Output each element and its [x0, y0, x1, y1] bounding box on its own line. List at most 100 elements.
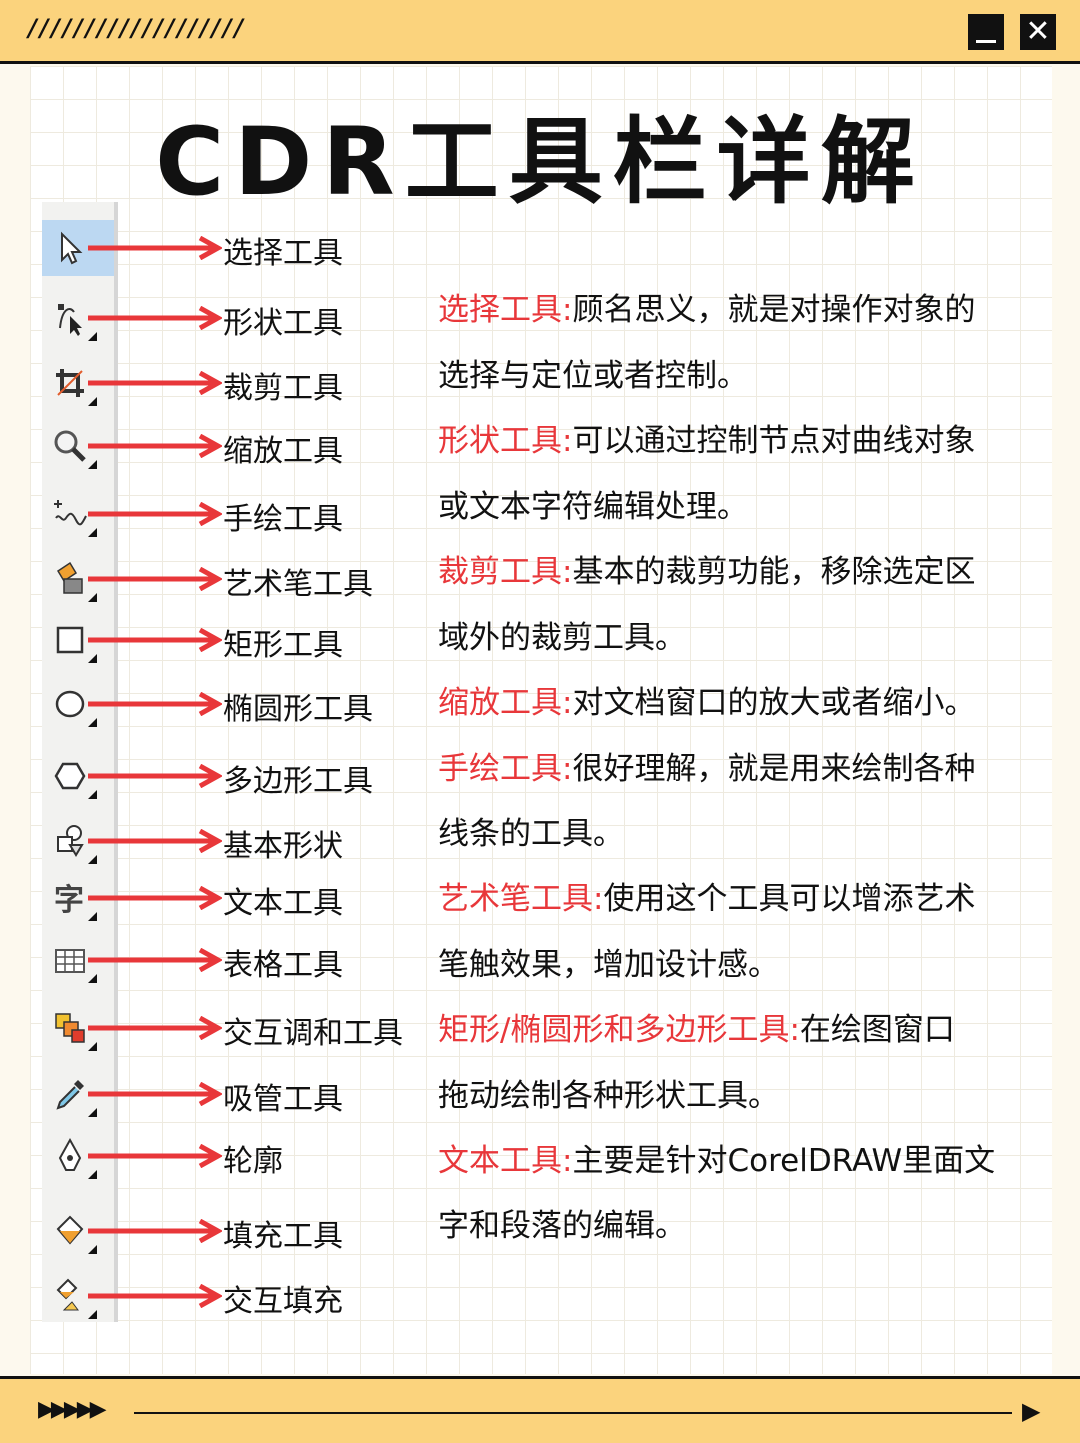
description-text: 笔触效果，增加设计感。 [438, 947, 779, 983]
tool-label: 轮廓 [223, 1144, 283, 1179]
minimize-button[interactable] [968, 14, 1004, 50]
red-arrow-icon [88, 886, 222, 910]
tool-label: 艺术笔工具 [223, 567, 373, 602]
red-arrow-icon [88, 692, 222, 716]
red-arrow-icon [88, 236, 222, 260]
flyout-corner-icon [88, 1042, 97, 1051]
description-line: 拖动绘制各种形状工具。 [438, 1070, 779, 1115]
tool-label: 手绘工具 [223, 502, 343, 537]
red-arrow-icon [88, 567, 222, 591]
tool-shape-node[interactable] [42, 290, 114, 346]
close-icon: ✕ [1025, 14, 1051, 49]
red-arrow-icon [88, 434, 222, 458]
tool-rectangle[interactable] [42, 612, 114, 668]
flyout-corner-icon [88, 855, 97, 864]
red-arrow-icon [88, 1082, 222, 1106]
description-tool-name: 形状工具: [438, 423, 573, 459]
rectangle-icon [56, 626, 84, 654]
red-arrow-icon [88, 764, 222, 788]
tool-zoom-magnifier[interactable] [42, 418, 114, 474]
tool-blend[interactable] [42, 1000, 114, 1056]
fast-forward-icon[interactable]: ▶▶▶▶▶ [38, 1397, 107, 1422]
description-line: 选择工具:顾名思义，就是对操作对象的 [438, 284, 975, 329]
tool-basic-shapes[interactable] [42, 813, 114, 869]
description-line: 艺术笔工具:使用这个工具可以增添艺术 [438, 873, 975, 918]
tool-fill-bucket[interactable] [42, 1203, 114, 1259]
description-text: 基本的裁剪功能，移除选定区 [572, 554, 976, 590]
artistic-media-icon [56, 561, 83, 594]
description-line: 线条的工具。 [438, 808, 624, 853]
play-icon[interactable]: ▶ [1022, 1397, 1041, 1425]
tool-label: 形状工具 [223, 306, 343, 341]
outline-pen-icon [58, 1137, 82, 1171]
tool-ellipse[interactable] [42, 676, 114, 732]
tool-label: 缩放工具 [223, 434, 343, 469]
tool-label: 交互调和工具 [223, 1016, 403, 1051]
page-title: CDR工具栏详解 [155, 108, 925, 217]
tool-label: 多边形工具 [223, 764, 373, 799]
tool-artistic-media[interactable] [42, 551, 114, 607]
description-line: 选择与定位或者控制。 [438, 350, 748, 395]
flyout-corner-icon [88, 974, 97, 983]
description-line: 矩形/椭圆形和多边形工具:在绘图窗口 [438, 1004, 955, 1049]
ellipse-icon [55, 690, 85, 718]
minimize-icon [976, 40, 996, 43]
fill-bucket-icon [56, 1215, 84, 1245]
player-bar: ▶▶▶▶▶ ▶ [0, 1376, 1080, 1443]
freehand-icon [54, 500, 87, 526]
tool-label: 交互填充 [223, 1284, 343, 1319]
svg-text:字: 字 [54, 883, 84, 918]
flyout-corner-icon [88, 654, 97, 663]
description-tool-name: 缩放工具: [438, 685, 573, 721]
interactive-fill-icon [56, 1278, 79, 1311]
red-arrow-icon [88, 502, 222, 526]
red-arrow-icon [88, 1284, 222, 1308]
description-tool-name: 矩形/椭圆形和多边形工具: [438, 1012, 800, 1048]
flyout-corner-icon [88, 1245, 97, 1254]
progress-track[interactable] [134, 1412, 1012, 1414]
description-line: 形状工具:可以通过控制节点对曲线对象 [438, 415, 975, 460]
tool-label: 矩形工具 [223, 628, 343, 663]
polygon-icon [54, 762, 86, 790]
description-text: 在绘图窗口 [799, 1012, 955, 1048]
red-arrow-icon [88, 306, 222, 330]
tool-eyedropper[interactable] [42, 1066, 114, 1122]
flyout-corner-icon [88, 593, 97, 602]
tool-crop[interactable] [42, 355, 114, 411]
eyedropper-icon [56, 1080, 84, 1110]
tool-label: 吸管工具 [223, 1082, 343, 1117]
tool-label: 表格工具 [223, 948, 343, 983]
basic-shapes-icon [57, 825, 84, 857]
tool-freehand[interactable] [42, 486, 114, 542]
flyout-corner-icon [88, 718, 97, 727]
flyout-corner-icon [88, 528, 97, 537]
description-tool-name: 手绘工具: [438, 751, 573, 787]
tool-interactive-fill[interactable] [42, 1268, 114, 1324]
description-line: 或文本字符编辑处理。 [438, 481, 748, 526]
description-tool-name: 裁剪工具: [438, 554, 573, 590]
tool-table[interactable] [42, 932, 114, 988]
tool-label: 选择工具 [223, 236, 343, 271]
tool-label: 基本形状 [223, 829, 343, 864]
description-text: 可以通过控制节点对曲线对象 [572, 423, 976, 459]
description-line: 域外的裁剪工具。 [438, 612, 686, 657]
flyout-corner-icon [88, 912, 97, 921]
blend-icon [55, 1013, 85, 1043]
window-title-bar: /////////////////// ✕ [0, 0, 1080, 64]
table-icon [55, 949, 85, 973]
tool-polygon[interactable] [42, 748, 114, 804]
text-icon: 字 [54, 883, 84, 918]
red-arrow-icon [88, 371, 222, 395]
tool-outline-pen[interactable] [42, 1128, 114, 1184]
red-arrow-icon [88, 1144, 222, 1168]
description-line: 裁剪工具:基本的裁剪功能，移除选定区 [438, 546, 975, 591]
tool-text[interactable]: 字 [42, 870, 114, 926]
flyout-corner-icon [88, 790, 97, 799]
description-line: 笔触效果，增加设计感。 [438, 939, 779, 984]
description-line: 文本工具:主要是针对CorelDRAW里面文 [438, 1135, 995, 1180]
close-button[interactable]: ✕ [1020, 14, 1056, 50]
tool-label: 文本工具 [223, 886, 343, 921]
description-text: 对文档窗口的放大或者缩小。 [572, 685, 976, 721]
description-line: 字和段落的编辑。 [438, 1200, 686, 1245]
description-text: 选择与定位或者控制。 [438, 358, 748, 394]
